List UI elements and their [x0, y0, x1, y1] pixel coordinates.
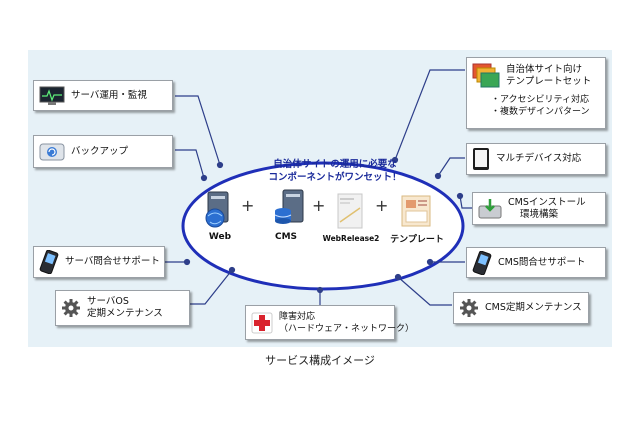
connector-multidevice	[437, 157, 465, 177]
connector-backup	[175, 149, 205, 179]
plus-sign: +	[241, 196, 255, 215]
component-label-webrelease2: WebRelease2	[322, 234, 380, 243]
webrelease2-package-icon	[337, 193, 363, 229]
service-label: マルチデバイス対応	[496, 153, 582, 164]
service-label-line: サーバOS	[87, 296, 129, 307]
service-label-line: （ハードウェア・ネットワーク）	[279, 323, 415, 334]
service-label: サーバOS 定期メンテナンス	[87, 296, 163, 320]
service-box-server-support: サーバ問合せサポート	[33, 246, 165, 278]
service-label-line: テンプレートセット	[506, 76, 592, 87]
template-stack-icon	[472, 63, 500, 89]
plus-sign: +	[312, 196, 326, 215]
component-label-web: Web	[208, 232, 232, 242]
service-label: サーバ運用・監視	[71, 89, 147, 101]
monitor-icon	[39, 86, 65, 106]
install-icon	[478, 198, 502, 220]
mobile-phone-icon	[472, 250, 492, 275]
connector-cms-maintenance	[397, 276, 452, 306]
center-ellipse	[181, 161, 465, 291]
connector-cms-install	[459, 195, 473, 209]
service-box-backup: バックアップ	[33, 135, 173, 168]
backup-drive-icon	[39, 141, 65, 163]
component-label-cms: CMS	[274, 232, 298, 242]
service-label-line: 自治体サイト向け	[506, 64, 583, 75]
service-box-server-os-maintenance: サーバOS 定期メンテナンス	[55, 290, 190, 326]
service-box-server-monitoring: サーバ運用・監視	[33, 80, 173, 111]
center-title: 自治体サイトの運用に必要な コンポーネントがワンセット！	[245, 158, 425, 184]
tablet-icon	[472, 147, 490, 171]
service-note: ・複数デザインパターン	[491, 107, 590, 117]
service-box-templates: 自治体サイト向け テンプレートセット ・アクセシビリティ対応 ・複数デザインパタ…	[466, 57, 606, 129]
service-label-line: CMSインストール	[508, 196, 586, 208]
service-label: サーバ問合せサポート	[65, 256, 160, 267]
service-box-failure-response: 障害対応 （ハードウェア・ネットワーク）	[245, 305, 414, 340]
center-title-line1: 自治体サイトの運用に必要な	[273, 159, 397, 170]
service-label: CMS定期メンテナンス	[485, 302, 582, 313]
service-note: ・アクセシビリティ対応	[491, 95, 590, 105]
figure-caption: サービス構成イメージ	[265, 354, 375, 367]
gear-icon	[459, 298, 479, 318]
cms-server-icon	[274, 189, 304, 224]
center-title-line2: コンポーネントがワンセット！	[268, 172, 402, 183]
first-aid-icon	[251, 312, 273, 334]
service-label-line: 障害対応	[279, 311, 316, 322]
service-box-cms-support: CMS問合せサポート	[466, 247, 606, 278]
mobile-phone-icon	[39, 250, 59, 274]
service-label-line: 定期メンテナンス	[87, 308, 163, 319]
service-label: バックアップ	[71, 145, 129, 157]
template-page-icon	[401, 195, 431, 227]
connector-templates	[394, 69, 465, 161]
component-label-template: テンプレート	[390, 235, 444, 245]
connector-server-monitoring	[175, 95, 221, 166]
service-label-line: 環境構築	[520, 208, 559, 220]
service-label: CMS問合せサポート	[498, 256, 586, 268]
web-server-icon	[205, 191, 229, 228]
service-box-cms-maintenance: CMS定期メンテナンス	[453, 292, 589, 324]
service-box-multidevice: マルチデバイス対応	[466, 143, 606, 175]
connector-server-os	[190, 269, 233, 305]
plus-sign: +	[375, 196, 389, 215]
gear-icon	[61, 298, 81, 318]
service-box-cms-install: CMSインストール 環境構築	[472, 192, 606, 225]
